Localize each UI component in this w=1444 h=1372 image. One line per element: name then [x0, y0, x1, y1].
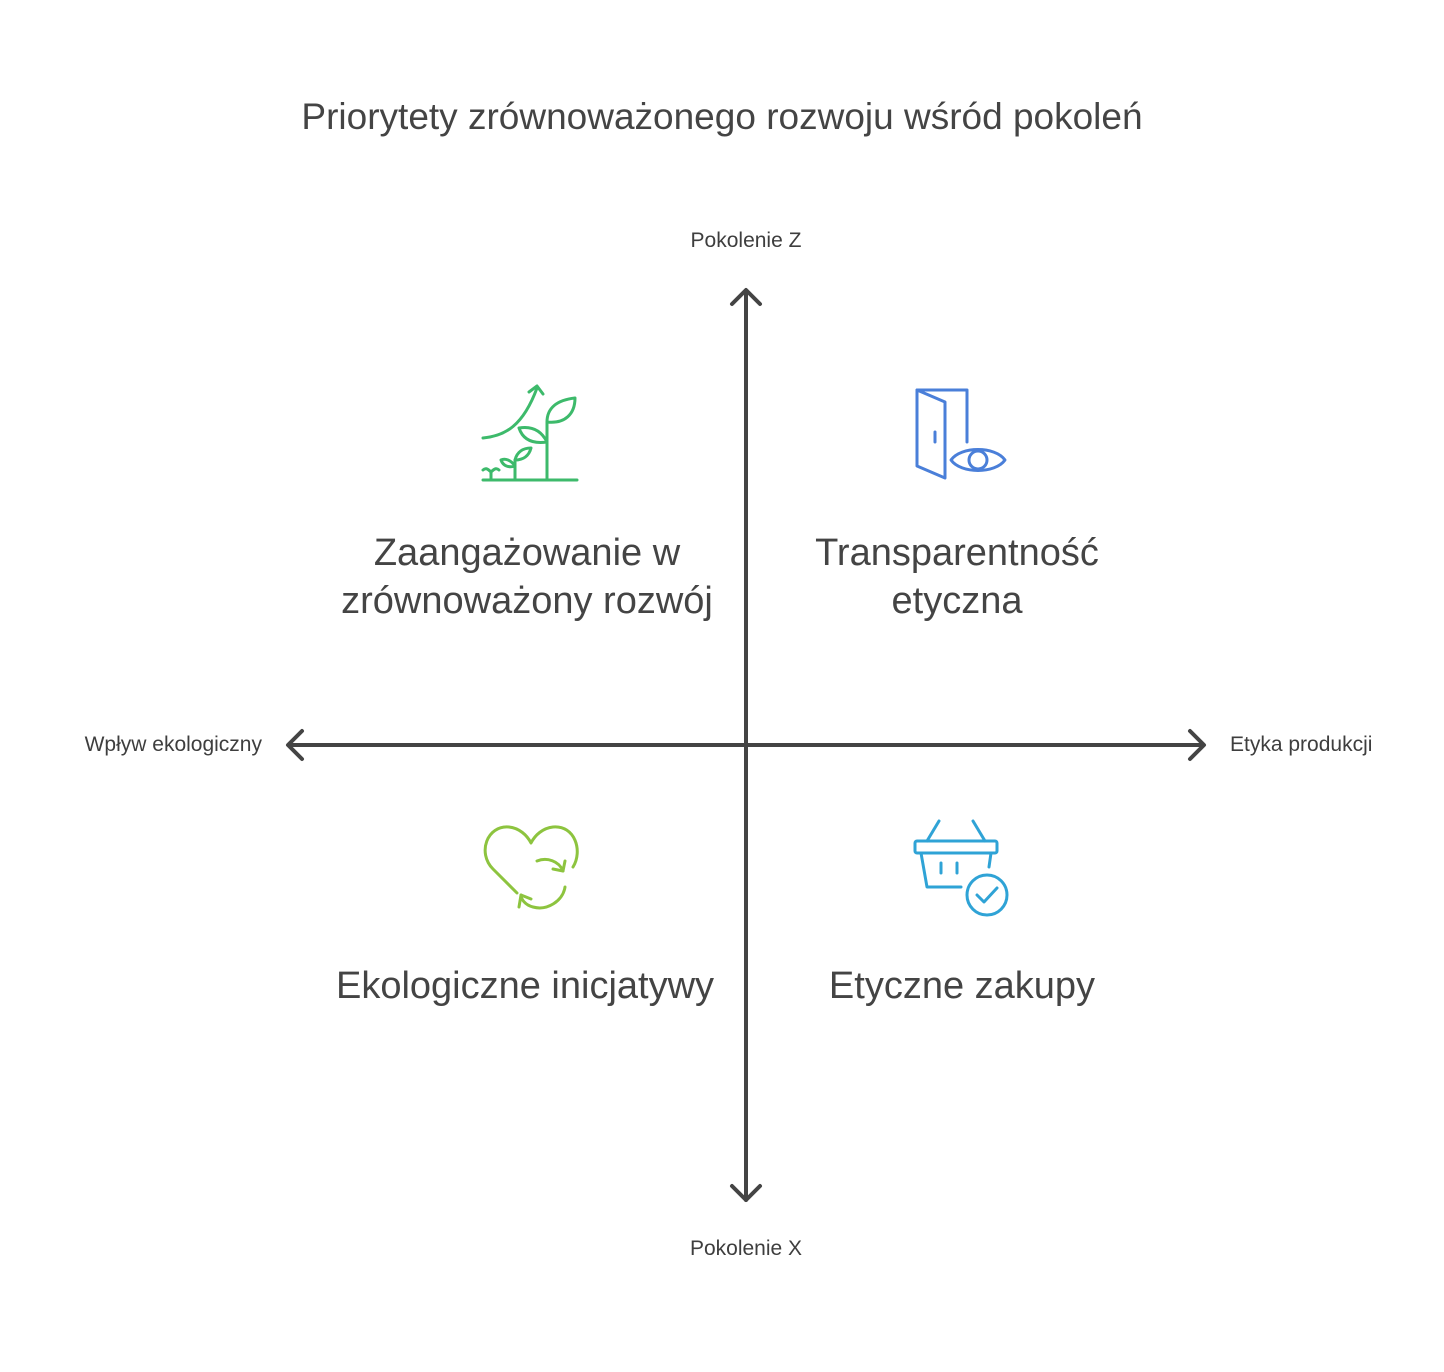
quadrant-label-top-right: Transparentność etyczna: [815, 532, 1099, 622]
growing-plant-icon: [475, 380, 585, 490]
axis-label-bottom: Pokolenie X: [689, 1237, 803, 1260]
arrow-up: [730, 288, 762, 306]
quadrant-label-bottom-left: Ekologiczne inicjatywy: [335, 965, 715, 1007]
axis-label-top: Pokolenie Z: [690, 229, 802, 252]
axis-label-right: Etyka produkcji: [1230, 733, 1373, 756]
quadrant-label-bottom-right: Etyczne zakupy: [828, 965, 1096, 1007]
quadrant-label-top-left: Zaangażowanie w zrównoważony rozwój: [341, 532, 713, 622]
arrow-right: [1188, 729, 1206, 761]
arrow-left: [286, 729, 304, 761]
diagram-title: Priorytety zrównoważonego rozwoju wśród …: [301, 96, 1143, 137]
door-eye-icon: [905, 380, 1015, 490]
arrow-down: [730, 1184, 762, 1202]
basket-check-icon: [905, 815, 1015, 925]
heart-recycle-icon: [475, 815, 585, 925]
axis-label-left: Wpływ ekologiczny: [84, 733, 262, 756]
